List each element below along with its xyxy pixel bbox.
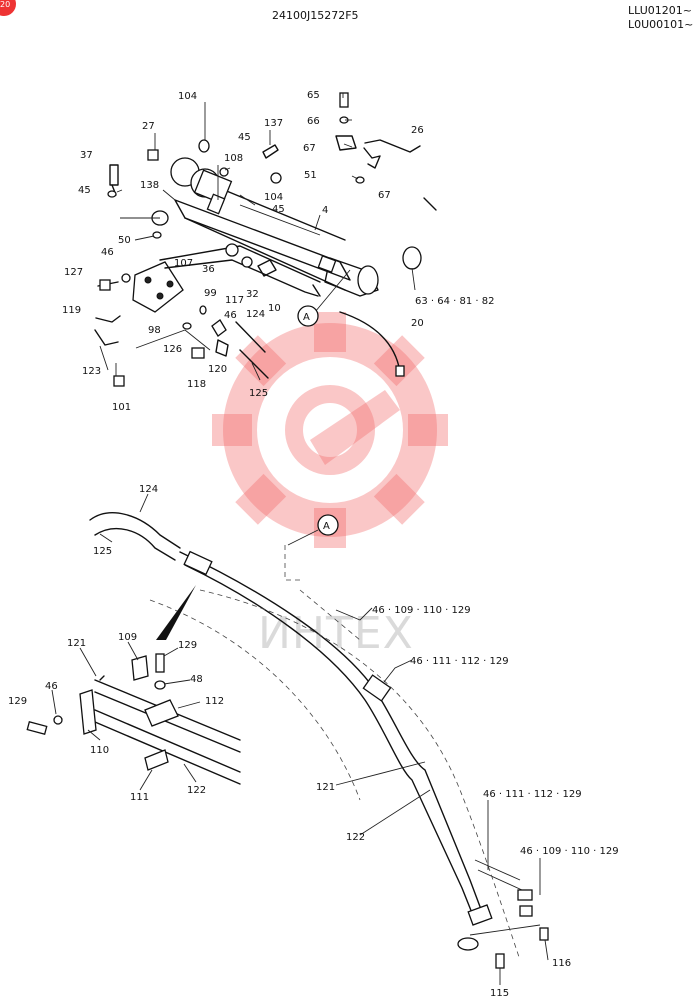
- cylinder-assembly: [170, 157, 379, 297]
- marker-a-upper: A: [297, 305, 319, 327]
- label-46-109-110-129-b: 46 · 109 · 110 · 129: [520, 846, 619, 857]
- boom-outline: [149, 545, 521, 961]
- label-124-b: 124: [139, 484, 158, 495]
- upper-fasteners: [94, 92, 437, 387]
- label-138: 138: [140, 180, 159, 191]
- label-101: 101: [112, 402, 131, 413]
- marker-a-upper-text: A: [303, 312, 310, 323]
- clamp-detail: [26, 653, 241, 785]
- label-111: 111: [130, 792, 149, 803]
- label-123: 123: [82, 366, 101, 377]
- label-122-a: 122: [187, 785, 206, 796]
- label-67-b: 67: [378, 190, 391, 201]
- label-4: 4: [322, 205, 328, 216]
- label-36: 36: [202, 264, 215, 275]
- label-45-a: 45: [238, 132, 251, 143]
- label-98: 98: [148, 325, 161, 336]
- label-112: 112: [205, 696, 224, 707]
- label-45-c: 45: [272, 204, 285, 215]
- label-66: 66: [307, 116, 320, 127]
- serial-range-1: LLU01201~: [628, 4, 692, 17]
- serial-range-2: L0U00101~: [628, 18, 693, 31]
- label-46-109-110-129-a: 46 · 109 · 110 · 129: [372, 605, 471, 616]
- label-109: 109: [118, 632, 137, 643]
- label-116: 116: [552, 958, 571, 969]
- label-46-111-112-129-b: 46 · 111 · 112 · 129: [483, 789, 582, 800]
- marker-a-lower: A: [287, 514, 339, 546]
- corner-badge: 20: [0, 0, 16, 16]
- label-110: 110: [90, 745, 109, 756]
- label-46-c: 46: [45, 681, 58, 692]
- label-115: 115: [490, 988, 509, 999]
- label-122-b: 122: [346, 832, 365, 843]
- label-118: 118: [187, 379, 206, 390]
- label-121-b: 121: [316, 782, 335, 793]
- label-46-b: 46: [224, 310, 237, 321]
- drawing-code: 24100J15272F5: [272, 9, 359, 22]
- label-20: 20: [411, 318, 424, 329]
- label-104: 104: [178, 91, 197, 102]
- label-26: 26: [411, 125, 424, 136]
- label-119: 119: [62, 305, 81, 316]
- label-63-64-81-82: 63 · 64 · 81 · 82: [415, 296, 495, 307]
- label-107: 107: [174, 258, 193, 269]
- label-27: 27: [142, 121, 155, 132]
- control-valve: [132, 245, 321, 313]
- label-124-a: 124: [246, 309, 265, 320]
- label-32: 32: [246, 289, 259, 300]
- marker-a-lower-text: A: [323, 521, 330, 532]
- label-99: 99: [204, 288, 217, 299]
- label-121-a: 121: [67, 638, 86, 649]
- label-50: 50: [118, 235, 131, 246]
- part-labels: 104 65 66 137 27 45 26 37 108 67 138 51 …: [8, 90, 619, 999]
- corner-badge-text: 20: [0, 0, 10, 9]
- label-120: 120: [208, 364, 227, 375]
- lower-leader-lines: [51, 493, 549, 985]
- label-127: 127: [64, 267, 83, 278]
- label-46-a: 46: [101, 247, 114, 258]
- label-129-b: 129: [8, 696, 27, 707]
- label-129-a: 129: [178, 640, 197, 651]
- label-48: 48: [190, 674, 203, 685]
- label-46-111-112-129-a: 46 · 111 · 112 · 129: [410, 656, 509, 667]
- label-125-a: 125: [249, 388, 268, 399]
- label-37: 37: [80, 150, 93, 161]
- gear-watermark-icon: [212, 312, 448, 548]
- boom-hose-lines: [89, 512, 549, 969]
- label-125-b: 125: [93, 546, 112, 557]
- detail-arrow-icon: [156, 585, 196, 640]
- label-45-b: 45: [78, 185, 91, 196]
- label-137: 137: [264, 118, 283, 129]
- label-117: 117: [225, 295, 244, 306]
- label-51: 51: [304, 170, 317, 181]
- label-67-a: 67: [303, 143, 316, 154]
- label-108: 108: [224, 153, 243, 164]
- label-10: 10: [268, 303, 281, 314]
- label-126: 126: [163, 344, 182, 355]
- watermark-text: ИНТЕХ: [258, 608, 414, 659]
- label-104-b: 104: [264, 192, 283, 203]
- label-65: 65: [307, 90, 320, 101]
